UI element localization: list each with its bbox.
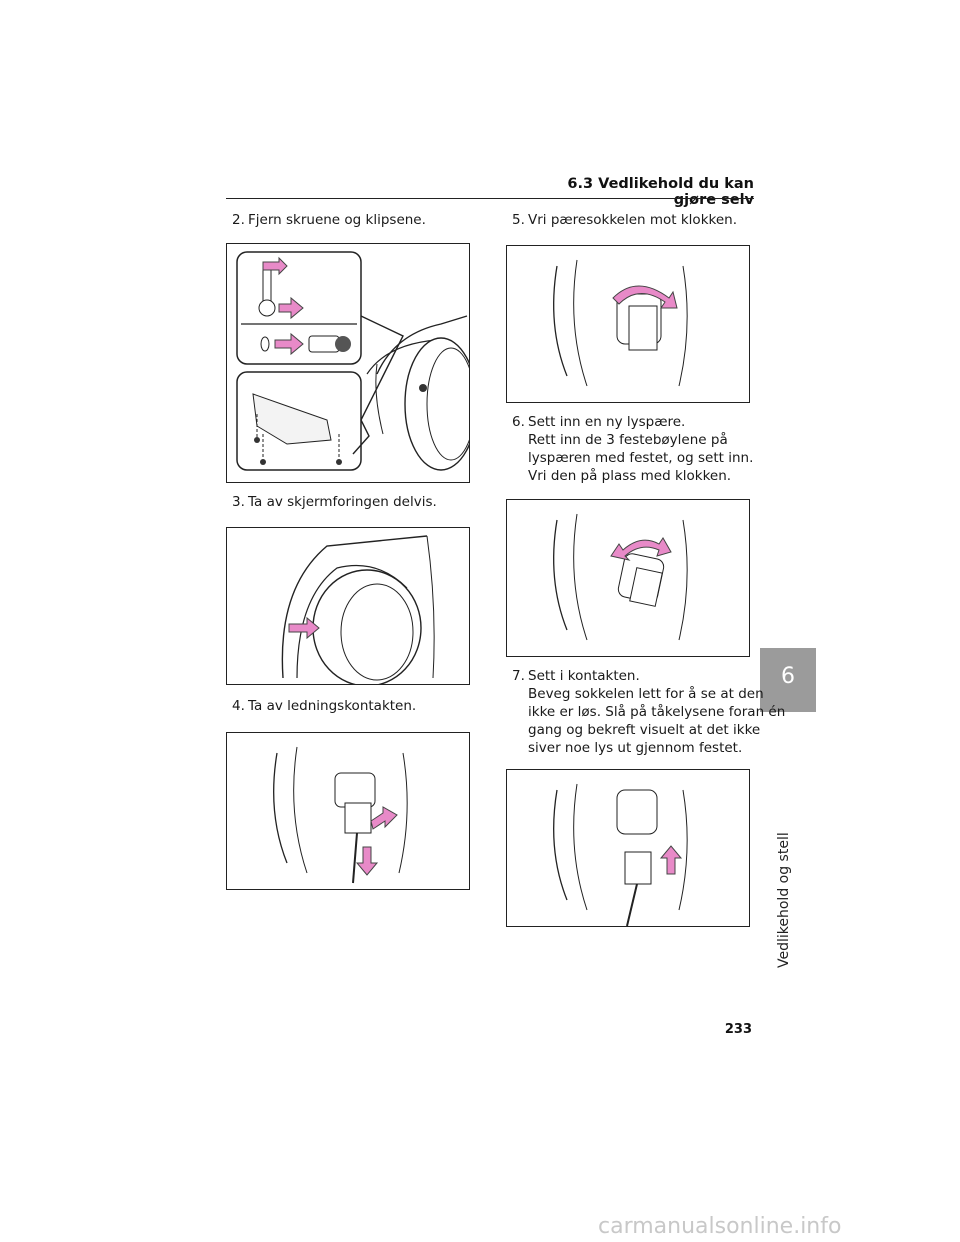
step-7-detail: Beveg sokkelen lett for å se at den ikke… <box>528 685 785 757</box>
detail-line: lyspæren med festet, og sett inn. <box>528 450 754 466</box>
header-divider <box>226 198 754 199</box>
detail-line: gang og bekreft visuelt at det ikke <box>528 722 761 738</box>
insert-bulb-illustration <box>553 513 688 641</box>
chapter-label: Vedlikehold og stell <box>776 832 792 968</box>
detail-line: Vri den på plass med klokken. <box>528 468 732 484</box>
chapter-label-container: Vedlikehold og stell <box>766 832 806 968</box>
step-number: 6. <box>512 414 525 430</box>
page-number: 233 <box>724 1022 752 1037</box>
step-5: 5.Vri pæresokkelen mot klokken. <box>512 211 737 229</box>
figure-insert-bulb <box>506 499 750 657</box>
figure-screws-clips <box>226 243 470 483</box>
step-text: Sett inn en ny lyspære. <box>528 414 686 430</box>
step-text: Ta av ledningskontakten. <box>248 698 417 714</box>
step-number: 4. <box>232 698 245 714</box>
socket-ccw-illustration <box>553 259 688 387</box>
figure-fender-liner <box>226 527 470 685</box>
step-6: 6.Sett inn en ny lyspære. <box>512 413 685 431</box>
step-text: Fjern skruene og klipsene. <box>248 212 426 228</box>
figure-connect-plug <box>506 769 750 927</box>
step-number: 5. <box>512 212 525 228</box>
step-6-detail: Rett inn de 3 festebøylene på lyspæren m… <box>528 431 753 485</box>
figure-connector-remove <box>226 732 470 890</box>
section-title: 6.3 Vedlikehold du kan gjøre selv <box>567 176 754 208</box>
step-text: Ta av skjermforingen delvis. <box>248 494 437 510</box>
detail-line: siver noe lys ut gjennom festet. <box>528 740 743 756</box>
detail-line: ikke er løs. Slå på tåkelysene foran én <box>528 704 786 720</box>
step-text: Sett i kontakten. <box>528 668 640 684</box>
chapter-tab <box>760 648 816 712</box>
step-text: Vri pæresokkelen mot klokken. <box>528 212 737 228</box>
connect-plug-illustration <box>553 783 688 926</box>
step-3: 3.Ta av skjermforingen delvis. <box>232 493 437 511</box>
step-number: 7. <box>512 668 525 684</box>
step-7: 7.Sett i kontakten. <box>512 667 640 685</box>
screws-clips-illustration <box>236 251 469 471</box>
step-number: 3. <box>232 494 245 510</box>
chapter-number: 6 <box>781 664 795 689</box>
step-4: 4.Ta av ledningskontakten. <box>232 697 416 715</box>
connector-remove-illustration <box>273 746 408 884</box>
step-2: 2.Fjern skruene og klipsene. <box>232 211 426 229</box>
watermark-text: carmanualsonline.info <box>598 1214 842 1239</box>
detail-line: Rett inn de 3 festebøylene på <box>528 432 728 448</box>
fender-liner-illustration <box>281 535 435 684</box>
step-number: 2. <box>232 212 245 228</box>
figure-socket-counterclockwise <box>506 245 750 403</box>
detail-line: Beveg sokkelen lett for å se at den <box>528 686 764 702</box>
